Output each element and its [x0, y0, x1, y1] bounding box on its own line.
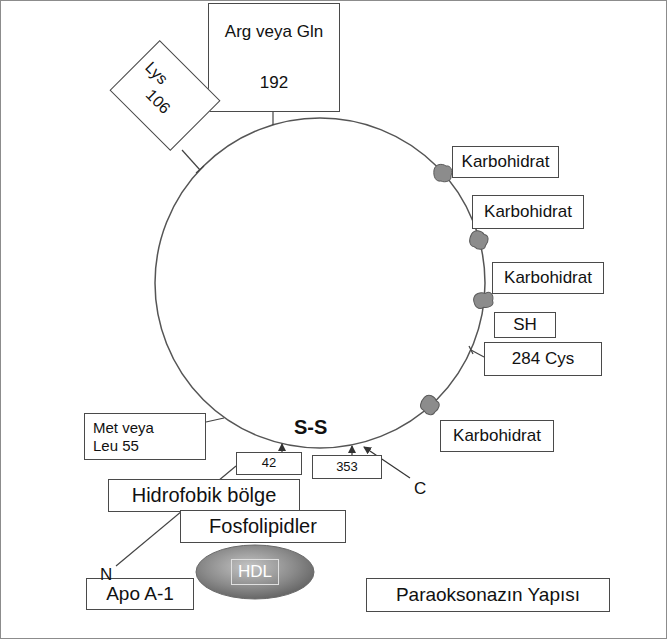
box-text: Met veya Leu 55	[93, 419, 177, 454]
carbohydrate-box: Karbohidrat	[472, 195, 584, 229]
box-text: SH	[513, 315, 537, 335]
box-text: Hidrofobik bölge	[132, 484, 277, 507]
box-text: Paraoksonazın Yapısı	[396, 584, 580, 606]
carbohydrate-box: Karbohidrat	[440, 420, 554, 452]
terminus-label: C	[414, 480, 426, 499]
position-box: 353	[312, 455, 382, 479]
box-text: Lys	[141, 58, 171, 88]
pointer-arrow	[351, 446, 352, 455]
leader-lines	[116, 112, 484, 566]
hdl-ellipse-shape	[196, 545, 314, 599]
title-box: Paraoksonazın Yapısı	[366, 578, 610, 612]
box-text: 284 Cys	[512, 349, 574, 369]
region-box: Hidrofobik bölge	[108, 479, 300, 512]
carbohydrate-blob	[434, 164, 452, 181]
box-text: Karbohidrat	[484, 202, 572, 222]
carbohydrate-box: Karbohidrat	[452, 146, 559, 178]
box-text: Apo A-1	[106, 583, 174, 605]
box-text: Karbohidrat	[453, 426, 541, 446]
tick-mark	[196, 166, 204, 173]
carbohydrate-blob	[417, 393, 442, 418]
box-subtext: 192	[260, 73, 288, 93]
box-text: 353	[336, 460, 358, 475]
hdl-particle: HDL	[195, 544, 315, 600]
residue-box: Met veya Leu 55	[84, 413, 206, 460]
terminus-label: N	[100, 566, 112, 585]
carbohydrate-box: Karbohidrat	[492, 262, 604, 294]
residue-box: Lys106	[109, 40, 220, 151]
region-box: Fosfolipidler	[180, 510, 346, 543]
hdl-label: HDL	[231, 559, 279, 585]
protein-ring	[155, 118, 485, 448]
box-text: Fosfolipidler	[209, 515, 317, 538]
leader-line	[272, 112, 273, 125]
position-box: 42	[236, 452, 302, 475]
box-text: Karbohidrat	[504, 268, 592, 288]
leader-line	[206, 418, 224, 422]
leader-line	[182, 150, 200, 170]
box-text: Karbohidrat	[462, 152, 550, 172]
disulfide-label: S-S	[294, 416, 327, 438]
carbohydrate-blob	[467, 229, 490, 251]
residue-box: 284 Cys	[484, 342, 602, 376]
pointer-arrow	[281, 444, 282, 452]
box-text: 42	[262, 456, 276, 471]
thiol-box: SH	[494, 312, 556, 338]
tick-mark	[469, 346, 473, 354]
box-subtext: 106	[142, 86, 174, 118]
residue-box: Arg veya Gln 192	[208, 3, 340, 112]
box-text: Arg veya Gln	[225, 22, 323, 42]
